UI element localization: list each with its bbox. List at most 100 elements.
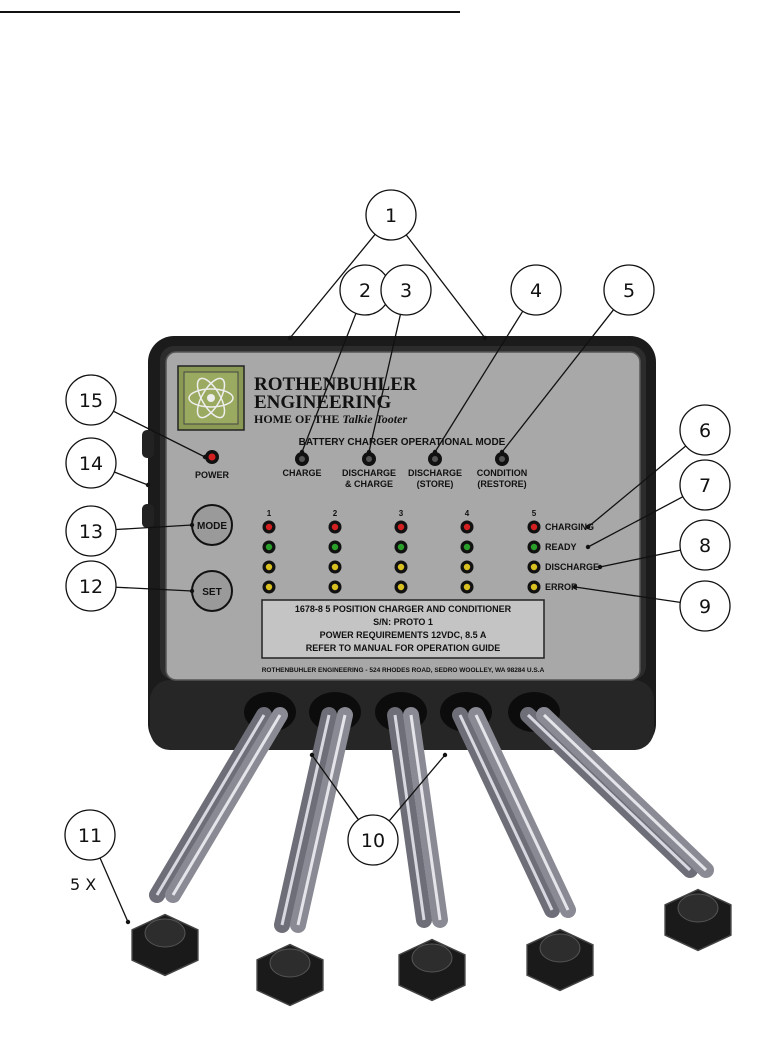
status-led xyxy=(530,583,538,591)
callout-leader xyxy=(501,309,615,453)
callout-circle xyxy=(679,459,731,511)
status-led xyxy=(265,583,273,591)
atom-logo xyxy=(177,365,245,431)
leader-tip xyxy=(585,524,591,530)
info-plate: 1678-8 5 POSITION CHARGER AND CONDITIONE… xyxy=(261,599,545,659)
callout-leader xyxy=(115,586,193,592)
brand-name-line2: ENGINEERING xyxy=(254,392,391,413)
callout-number: 6 xyxy=(699,420,711,442)
plug-boot xyxy=(144,918,186,948)
callout-9: 9 xyxy=(572,580,731,632)
status-led xyxy=(530,563,538,571)
cable-highlight xyxy=(280,714,331,926)
status-led xyxy=(530,543,538,551)
callout-number: 3 xyxy=(400,280,412,302)
status-led xyxy=(530,523,538,531)
callout-number: 13 xyxy=(79,521,103,543)
callout-4: 4 xyxy=(432,264,562,455)
mode-led-lens xyxy=(499,456,505,462)
set-button[interactable]: SET xyxy=(191,570,233,612)
callout-leader xyxy=(114,471,149,486)
mode-sublabel: & CHARGE xyxy=(345,479,393,489)
leader-tip xyxy=(189,588,195,594)
mode-indicator-3: DISCHARGE(STORE) xyxy=(408,452,462,489)
status-led xyxy=(265,523,273,531)
status-led xyxy=(463,583,471,591)
cable-assembly-5 xyxy=(508,692,732,952)
callout-leader xyxy=(587,445,687,528)
leader-tip xyxy=(432,449,438,455)
callout-circle xyxy=(603,264,655,316)
info-line-model: 1678-8 5 POSITION CHARGER AND CONDITIONE… xyxy=(295,604,512,614)
callout-number: 14 xyxy=(79,453,103,475)
mode-label: DISCHARGE xyxy=(342,468,396,478)
plug-boot xyxy=(539,933,581,963)
callout-8: 8 xyxy=(597,519,731,571)
channel-number: 3 xyxy=(399,509,404,518)
callout-11: 11 xyxy=(64,809,131,925)
leader-tip xyxy=(299,449,305,455)
battery-cables xyxy=(131,692,732,1007)
status-led xyxy=(331,523,339,531)
mode-sublabel: (RESTORE) xyxy=(477,479,526,489)
callout-5: 5 xyxy=(499,264,655,455)
callout-circle xyxy=(365,189,417,241)
plug-boot xyxy=(269,948,311,978)
callout-13: 13 xyxy=(65,505,195,557)
callout-leader xyxy=(301,313,357,453)
callout-circle xyxy=(679,580,731,632)
power-indicator xyxy=(205,450,219,464)
cable-highlight xyxy=(474,714,570,911)
callout-circle xyxy=(347,814,399,866)
info-line-power: POWER REQUIREMENTS 12VDC, 8.5 A xyxy=(320,630,487,640)
mode-button-label: MODE xyxy=(197,521,227,532)
front-panel xyxy=(165,351,641,681)
callout-leader xyxy=(311,754,359,821)
callout-leader xyxy=(388,754,446,822)
mode-sublabel: (STORE) xyxy=(417,479,454,489)
mode-indicator-1: CHARGE xyxy=(282,452,322,478)
status-led xyxy=(331,563,339,571)
leader-tip xyxy=(189,522,195,528)
callout-7: 7 xyxy=(585,459,731,550)
status-led xyxy=(397,563,405,571)
leader-tip xyxy=(287,335,293,341)
callout-14: 14 xyxy=(65,437,151,489)
cable-highlight xyxy=(409,714,442,921)
callout-circle xyxy=(679,519,731,571)
mode-led-lens xyxy=(299,456,305,462)
callout-leader xyxy=(599,549,681,568)
callout-leader xyxy=(113,410,206,458)
leader-tip xyxy=(597,564,603,570)
callout-number: 7 xyxy=(699,475,711,497)
callout-leader xyxy=(99,857,129,923)
status-led xyxy=(463,523,471,531)
cable-assembly-1 xyxy=(131,692,296,977)
callout-number: 10 xyxy=(361,830,385,852)
callout-leader xyxy=(574,586,681,604)
callout-number: 5 xyxy=(623,280,635,302)
mode-indicator-4: CONDITION(RESTORE) xyxy=(477,452,528,489)
mode-label: DISCHARGE xyxy=(408,468,462,478)
cable-highlight xyxy=(155,714,266,896)
leader-tip xyxy=(202,454,208,460)
channel-number: 1 xyxy=(267,509,272,518)
callout-2: 2 xyxy=(299,264,391,455)
leader-tip xyxy=(585,544,591,550)
mode-label: CONDITION xyxy=(477,468,528,478)
side-connector xyxy=(142,504,154,528)
channel-number: 5 xyxy=(532,509,537,518)
callout-circle xyxy=(510,264,562,316)
callout-leader xyxy=(289,233,376,339)
status-label: DISCHARGE xyxy=(545,562,599,572)
callout-number: 4 xyxy=(530,280,542,302)
callout-circle xyxy=(679,404,731,456)
leader-tip xyxy=(499,449,505,455)
mode-led-lens xyxy=(366,456,372,462)
leader-tip xyxy=(309,752,315,758)
mode-button[interactable]: MODE xyxy=(191,504,233,546)
status-led xyxy=(265,563,273,571)
mode-indicator-2: DISCHARGE& CHARGE xyxy=(342,452,396,489)
